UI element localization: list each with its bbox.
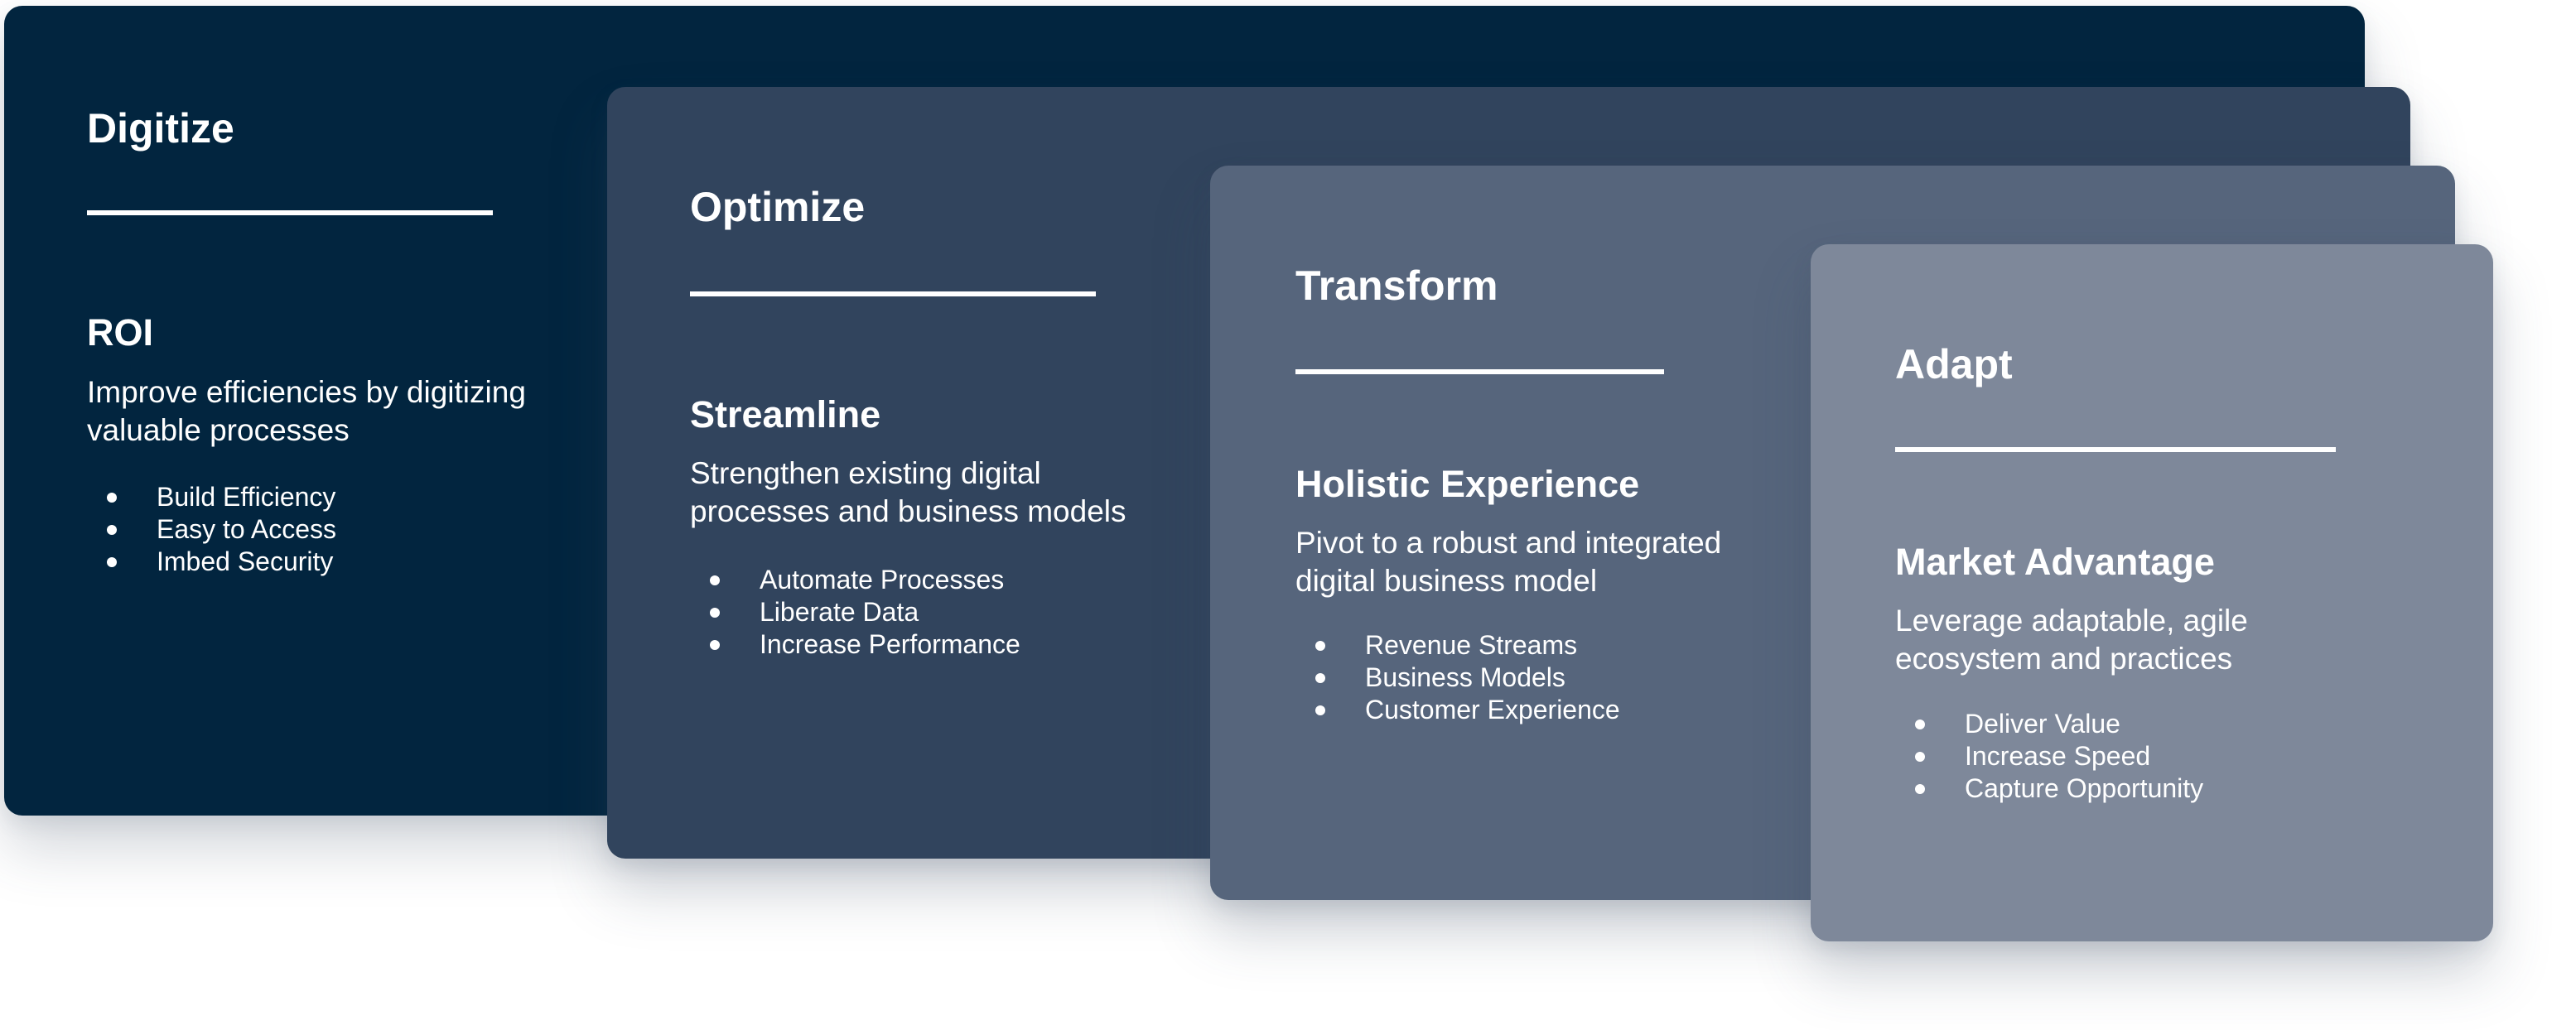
bullet-dot-icon — [710, 575, 720, 585]
bullet-label: Capture Opportunity — [1965, 773, 2204, 803]
stage-description: Pivot to a robust and integrated digital… — [1295, 526, 1722, 598]
stage-description: Leverage adaptable, agile ecosystem and … — [1895, 604, 2248, 676]
bullet-dot-icon — [107, 557, 117, 567]
bullet-label: Imbed Security — [157, 546, 334, 576]
bullet-label: Business Models — [1365, 662, 1565, 692]
stage-description: Improve efficiencies by digitizing valua… — [87, 375, 526, 447]
list-item: Increase Performance — [690, 628, 1020, 661]
list-item: Easy to Access — [87, 513, 336, 546]
stage-title: Optimize — [690, 184, 866, 230]
bullet-dot-icon — [1315, 705, 1325, 715]
bullet-dot-icon — [107, 525, 117, 535]
bullet-label: Automate Processes — [760, 565, 1005, 594]
stage-bullet-list: Build Efficiency Easy to Access Imbed Se… — [87, 481, 336, 578]
list-item: Imbed Security — [87, 546, 336, 578]
bullet-label: Increase Speed — [1965, 741, 2151, 771]
bullet-label: Deliver Value — [1965, 709, 2120, 739]
stage-title: Transform — [1295, 262, 1498, 309]
bullet-label: Easy to Access — [157, 514, 336, 544]
bullet-label: Increase Performance — [760, 629, 1020, 659]
list-item: Business Models — [1295, 662, 1620, 694]
bullet-label: Customer Experience — [1365, 695, 1620, 724]
list-item: Increase Speed — [1895, 740, 2203, 772]
list-item: Deliver Value — [1895, 708, 2203, 740]
stage-divider — [1295, 369, 1664, 374]
list-item: Customer Experience — [1295, 694, 1620, 726]
bullet-dot-icon — [1915, 752, 1925, 762]
stage-subtitle: Market Advantage — [1895, 541, 2215, 583]
bullet-label: Build Efficiency — [157, 482, 336, 512]
bullet-dot-icon — [1915, 784, 1925, 794]
bullet-label: Revenue Streams — [1365, 630, 1578, 660]
stage-bullet-list: Revenue Streams Business Models Customer… — [1295, 629, 1620, 726]
stage-divider — [1895, 447, 2336, 452]
stage-subtitle: ROI — [87, 311, 154, 354]
list-item: Capture Opportunity — [1895, 772, 2203, 805]
list-item: Liberate Data — [690, 596, 1020, 628]
stage-title: Digitize — [87, 105, 234, 152]
bullet-label: Liberate Data — [760, 597, 919, 627]
list-item: Revenue Streams — [1295, 629, 1620, 662]
stage-divider — [87, 210, 493, 215]
bullet-dot-icon — [1915, 720, 1925, 729]
stage-bullet-list: Automate Processes Liberate Data Increas… — [690, 564, 1020, 661]
bullet-dot-icon — [710, 640, 720, 650]
bullet-dot-icon — [1315, 673, 1325, 683]
stage-description: Strengthen existing digital processes an… — [690, 456, 1126, 528]
stage-divider — [690, 291, 1096, 296]
list-item: Build Efficiency — [87, 481, 336, 513]
bullet-dot-icon — [107, 493, 117, 503]
bullet-dot-icon — [1315, 641, 1325, 651]
list-item: Automate Processes — [690, 564, 1020, 596]
stage-subtitle: Streamline — [690, 393, 881, 436]
bullet-dot-icon — [710, 608, 720, 618]
stage-subtitle: Holistic Experience — [1295, 463, 1640, 505]
stage-title: Adapt — [1895, 341, 2013, 387]
stage-card-adapt: Adapt Market Advantage Leverage adaptabl… — [1811, 244, 2493, 941]
stage-bullet-list: Deliver Value Increase Speed Capture Opp… — [1895, 708, 2203, 805]
